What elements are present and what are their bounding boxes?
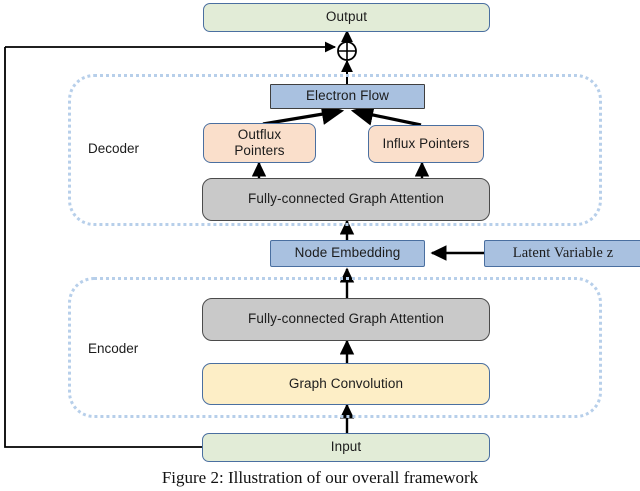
- figure-caption: Figure 2: Illustration of our overall fr…: [161, 468, 479, 487]
- node-outflux-pointers[interactable]: Outflux Pointers: [203, 123, 316, 163]
- node-influx-pointers[interactable]: Influx Pointers: [368, 125, 484, 163]
- node-encoder-fully-connected-graph-attention[interactable]: Fully-connected Graph Attention: [202, 298, 490, 341]
- node-node-embedding-label: Node Embedding: [294, 245, 401, 261]
- node-input[interactable]: Input: [202, 433, 490, 462]
- node-decoder-attention-label: Fully-connected Graph Attention: [248, 191, 444, 207]
- arrow-influx-to-electron-flow: [350, 104, 422, 127]
- node-outflux-pointers-label-line2: Pointers: [234, 143, 285, 158]
- group-label-encoder: Encoder: [88, 341, 139, 356]
- node-outflux-pointers-label-line1: Outflux: [237, 126, 282, 142]
- node-electron-flow-label: Electron Flow: [305, 88, 390, 104]
- node-decoder-fully-connected-graph-attention[interactable]: Fully-connected Graph Attention: [202, 178, 490, 221]
- node-input-label: Input: [330, 439, 362, 455]
- group-box-encoder: [68, 277, 602, 418]
- node-encoder-attention-label: Fully-connected Graph Attention: [248, 311, 444, 327]
- group-label-decoder: Decoder: [88, 141, 140, 156]
- node-graph-convolution[interactable]: Graph Convolution: [202, 363, 490, 405]
- node-latent-variable-z-label: Latent Variable z: [512, 244, 614, 261]
- node-influx-pointers-label: Influx Pointers: [382, 135, 470, 151]
- skip-connection-path: [4, 47, 202, 448]
- node-output[interactable]: Output: [203, 3, 490, 32]
- arrow-outflux-to-electron-flow: [262, 103, 345, 126]
- node-latent-variable-z[interactable]: Latent Variable z: [484, 240, 640, 267]
- node-graph-convolution-label: Graph Convolution: [288, 375, 404, 391]
- node-node-embedding[interactable]: Node Embedding: [270, 240, 425, 267]
- node-electron-flow[interactable]: Electron Flow: [270, 84, 425, 109]
- group-box-decoder: [68, 74, 602, 226]
- node-output-label: Output: [325, 9, 368, 25]
